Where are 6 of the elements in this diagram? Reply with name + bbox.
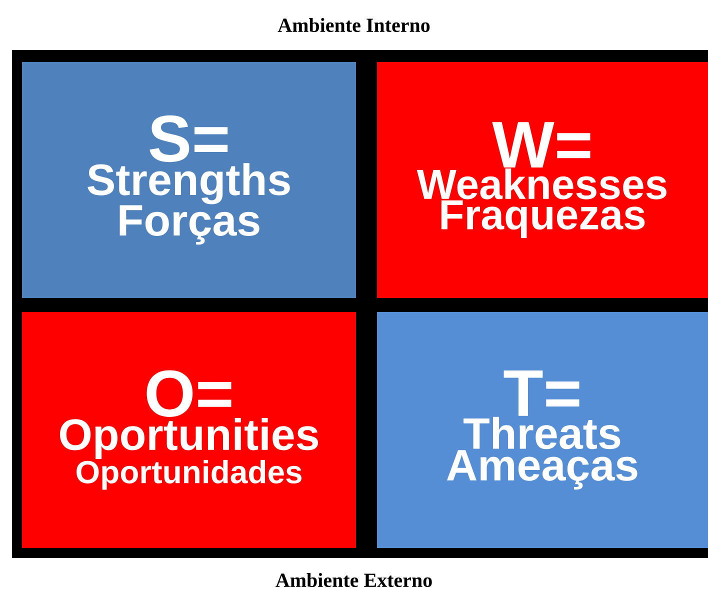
swot-quadrant: T= Threats Ameaças (377, 312, 708, 548)
swot-quadrant: S= Strengths Forças (22, 62, 356, 298)
heading: Ambiente Externo (276, 572, 432, 588)
swot-quadrant: W= Weaknesses Fraquezas (377, 62, 708, 298)
heading: Ambiente Interno (278, 18, 430, 32)
swot-quadrant: O= Oportunities Oportunidades (22, 312, 356, 548)
